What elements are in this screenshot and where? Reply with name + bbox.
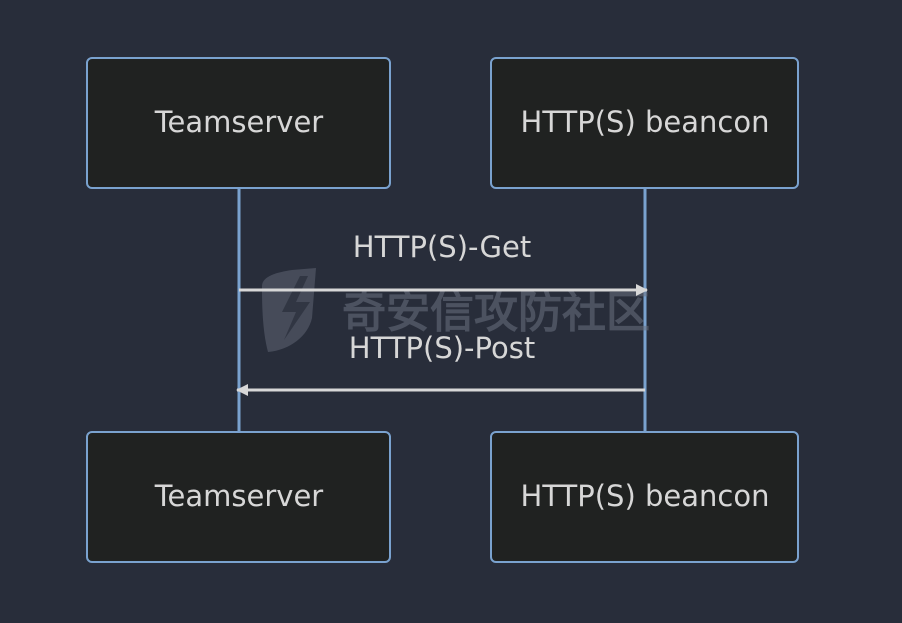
watermark: 奇安信攻防社区 [262, 268, 650, 352]
message-label: HTTP(S)-Post [349, 331, 535, 365]
actor-label: Teamserver [154, 105, 324, 139]
message-label: HTTP(S)-Get [353, 230, 531, 264]
actor-beacon-bottom: HTTP(S) beancon [490, 431, 799, 563]
actor-teamserver-bottom: Teamserver [86, 431, 391, 563]
actor-label: Teamserver [154, 479, 324, 513]
actor-label: HTTP(S) beancon [521, 479, 770, 513]
actor-teamserver-top: Teamserver [86, 57, 391, 189]
watermark-text: 奇安信攻防社区 [342, 287, 650, 338]
message-get: HTTP(S)-Get [239, 230, 648, 296]
message-post: HTTP(S)-Post [236, 331, 645, 396]
actor-beacon-top: HTTP(S) beancon [490, 57, 799, 189]
actor-label: HTTP(S) beancon [521, 105, 770, 139]
lightning-bolt-icon [282, 276, 310, 340]
